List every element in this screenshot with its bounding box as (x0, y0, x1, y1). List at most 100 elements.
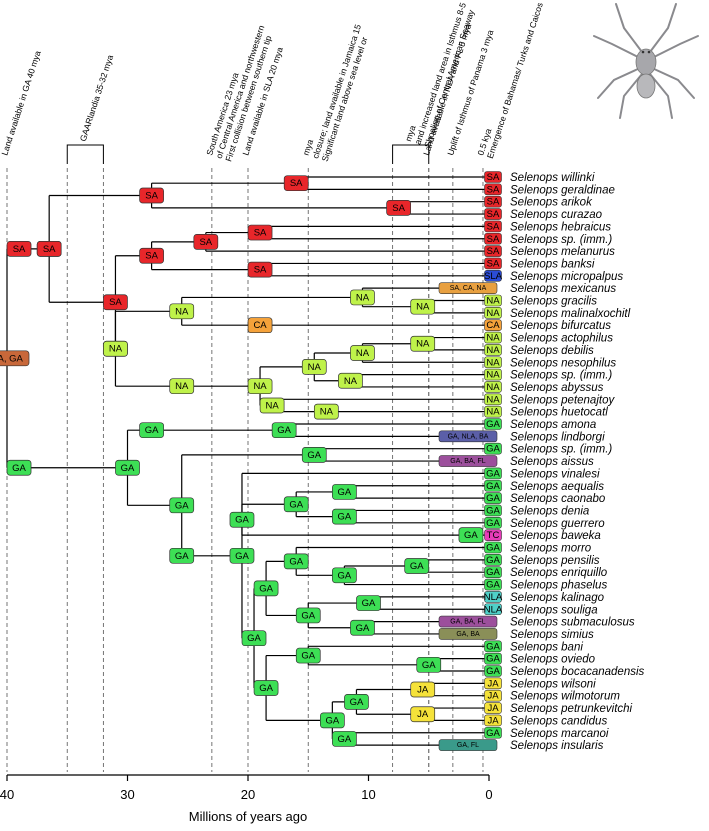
species-label: Selenops simius (510, 629, 594, 641)
species-epithet: caonabo (561, 493, 606, 505)
ancestral-area-node: SA (193, 233, 219, 250)
tip-area-box: GA, BA, FL (438, 615, 498, 628)
tip-area-label: GA (486, 654, 500, 665)
tip-area-box: TC (484, 529, 502, 541)
tip-box (484, 294, 502, 307)
node-area-label: NA (175, 381, 189, 392)
species-label: Selenops oviedo (510, 654, 596, 666)
node-area-label: SA (199, 237, 212, 248)
species-genus: Selenops (510, 468, 561, 480)
species-label: Selenops bani (510, 641, 583, 653)
species-label: Selenops enriquillo (510, 567, 608, 579)
species-genus: Selenops (510, 234, 561, 246)
node-area-label: GA (259, 683, 273, 694)
species-genus: Selenops (510, 382, 561, 394)
node-box (410, 335, 436, 352)
species-label: Selenops mexicanus (510, 283, 616, 295)
species-genus: Selenops (510, 431, 561, 443)
tip-area-box: GA, FL (438, 739, 498, 751)
tip-box (484, 566, 502, 579)
node-box (253, 680, 279, 696)
node-area-label: NA (109, 344, 123, 355)
node-box (410, 681, 436, 698)
tip-area-box: JA (484, 689, 502, 702)
species-genus: Selenops (510, 703, 561, 715)
node-box (6, 241, 32, 257)
ancestral-area-node: SA (36, 241, 62, 257)
ancestral-area-node: GA (169, 497, 195, 514)
species-genus: Selenops (510, 555, 561, 567)
tip-area-box: SA (484, 195, 502, 208)
tip-box (484, 344, 502, 356)
node-area-label: GA (289, 499, 303, 510)
tip-area-label: CA (486, 320, 500, 331)
species-genus: Selenops (510, 456, 561, 468)
node-area-label: SA (109, 297, 122, 308)
species-epithet: malinalxochitl (561, 308, 630, 320)
species-label: Selenops guerrero (510, 518, 605, 530)
ancestral-area-node: GA (253, 680, 279, 696)
species-genus: Selenops (510, 678, 561, 690)
ancestral-area-node: GA (6, 459, 32, 476)
species-genus: Selenops (510, 209, 561, 221)
species-genus: Selenops (510, 184, 561, 196)
tip-area-box: GA (484, 479, 502, 492)
node-box (36, 241, 62, 257)
species-epithet: phaselus (560, 580, 607, 592)
ancestral-area-node: GA (332, 567, 357, 584)
node-area-label: SA (43, 244, 56, 255)
ancestral-area-node: SA (283, 175, 309, 192)
ancestral-area-node: NA (338, 372, 363, 389)
species-label: Selenops insularis (510, 740, 604, 752)
tip-area-box: JA (484, 677, 502, 689)
species-epithet: sp. (imm.) (561, 370, 612, 382)
tip-area-box: GA, BA, FL (438, 455, 498, 467)
ancestral-area-node: GA (332, 731, 357, 747)
tip-area-label: GA (486, 641, 500, 652)
tip-box (484, 554, 502, 566)
species-epithet: geraldinae (561, 184, 615, 196)
axis-tick-label: 0 (485, 787, 492, 802)
species-genus: Selenops (510, 357, 561, 369)
tip-area-box: NLA (484, 591, 503, 603)
tip-box (484, 516, 502, 529)
tip-area-label: GA, BA, FL (450, 458, 486, 465)
species-label: Selenops abyssus (510, 382, 604, 394)
species-label: Selenops debilis (510, 345, 594, 357)
tip-area-box: SLA (484, 269, 503, 282)
species-genus: Selenops (510, 407, 561, 419)
species-epithet: bifurcatus (561, 320, 611, 332)
species-label: Selenops willinki (510, 172, 595, 184)
species-epithet: petenajtoy (560, 394, 615, 406)
tip-box (484, 591, 502, 603)
tip-box (484, 479, 502, 492)
tip-area-box: GA (484, 665, 502, 677)
species-label: Selenops caonabo (510, 493, 606, 505)
node-box (313, 403, 339, 420)
tip-box (484, 195, 502, 208)
ancestral-area-node: GA (350, 619, 375, 636)
species-label: Selenops bifurcatus (510, 320, 611, 332)
node-box (6, 459, 32, 476)
tip-area-label: SA (487, 184, 500, 195)
tip-box (484, 652, 502, 665)
tip-area-label: GA (486, 468, 500, 479)
species-genus: Selenops (510, 666, 561, 678)
species-epithet: wilmotorum (561, 691, 620, 703)
tip-area-label: NLA (484, 604, 503, 615)
species-epithet: enriquillo (561, 567, 608, 579)
tip-box (438, 739, 498, 751)
tip-area-label: NA (486, 333, 500, 344)
species-label: Selenops lindborgi (510, 431, 605, 443)
node-box (0, 350, 30, 367)
tip-area-label: SA, CA, NA (450, 285, 487, 292)
species-label: Selenops huetocatl (510, 407, 608, 419)
tip-area-box: NA (484, 405, 502, 418)
species-label: Selenops baweka (510, 530, 601, 542)
tip-area-label: GA (486, 493, 500, 504)
species-epithet: simius (561, 629, 594, 641)
species-label: Selenops geraldinae (510, 184, 615, 196)
species-genus: Selenops (510, 592, 561, 604)
ancestral-area-node: GA (404, 558, 430, 574)
node-area-label: GA (356, 623, 370, 634)
